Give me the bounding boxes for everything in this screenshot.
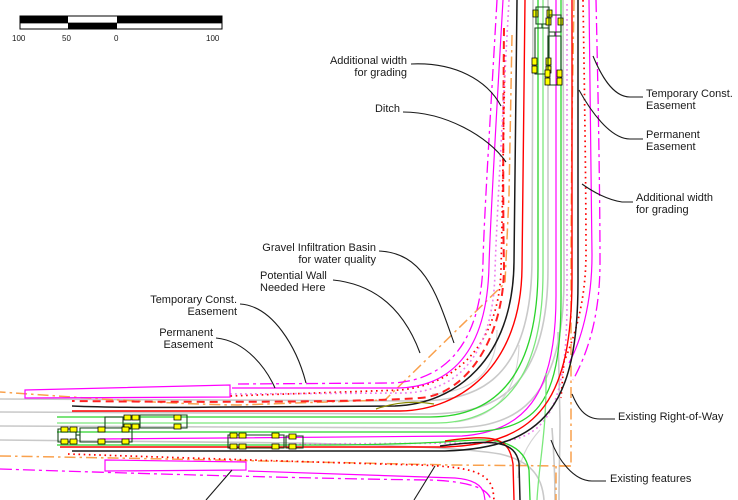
grading-red-dotted-east [561, 0, 586, 398]
truck-template-west-2 [58, 427, 132, 444]
ditch-line [376, 402, 434, 409]
scale-label-0: 0 [114, 34, 119, 43]
black-edge-inner [72, 0, 578, 451]
truck-template-west-1 [105, 415, 187, 429]
leader-temp-easement-right [593, 56, 643, 97]
green-lane-3 [57, 0, 561, 432]
grading-red-dotted-north [230, 55, 505, 396]
green-lane-4-south-turn [57, 440, 530, 500]
existing-south-edge-1 [552, 428, 555, 500]
scale-label-100-left: 100 [12, 34, 26, 43]
truck-template-north-2 [545, 15, 563, 85]
centerline-violet-dotted [292, 4, 567, 444]
black-edge-outer [72, 0, 517, 407]
slope-limit-red-dashed [72, 28, 504, 402]
temp-easement-dashdot-outer [238, 0, 497, 384]
leader-bottom-cut-2 [414, 466, 435, 500]
label-temp-const-easement-right: Temporary Const. Easement [646, 88, 733, 112]
label-permanent-easement-left: Permanent Easement [159, 327, 213, 351]
scale-label-50: 50 [62, 34, 71, 43]
scale-bar: 100 50 0 100 [12, 16, 222, 43]
leader-gravel-basin [379, 251, 454, 343]
centerline-magenta [100, 0, 556, 439]
row-south-horizontal [0, 456, 571, 466]
perm-easement-solid-outer [232, 0, 503, 388]
label-temp-const-easement-left: Temporary Const. Easement [150, 294, 237, 318]
leader-ditch [403, 112, 506, 162]
perm-easement-solid-east [569, 0, 592, 363]
red-edge-outer [72, 0, 525, 411]
existing-edge-2 [0, 0, 548, 414]
label-existing-features: Existing features [610, 473, 692, 485]
easement-dashdot-south-1 [0, 469, 491, 500]
leader-additional-width-left [411, 64, 501, 106]
proposed-edge-lines [72, 0, 578, 500]
easement-solid-south-2 [248, 471, 485, 500]
label-additional-width-right: Additional width for grading [636, 192, 714, 216]
temp-easement-dashdot-east [573, 0, 600, 380]
label-additional-width-left: Additional width for grading [329, 55, 407, 79]
easement-lines [0, 0, 600, 500]
leader-lines [206, 56, 643, 500]
truck-template-west-3 [228, 433, 303, 449]
green-lane-5-south [537, 373, 546, 500]
lane-lines [57, 0, 561, 500]
row-north-diagonal [0, 35, 512, 405]
row-east-vertical [571, 0, 574, 466]
red-edge-inner [60, 0, 572, 447]
leader-bottom-cut-1 [206, 470, 232, 500]
existing-arc-2 [455, 345, 519, 422]
existing-arc-3 [518, 430, 540, 478]
leader-potential-wall [333, 280, 420, 353]
leader-temp-easement-left [240, 304, 306, 383]
label-ditch: Ditch [374, 103, 400, 115]
leader-perm-easement-left [216, 338, 275, 388]
label-existing-right-of-way: Existing Right-of-Way [618, 411, 724, 423]
leader-perm-easement-right [579, 90, 643, 139]
easement-parcel-south [105, 460, 246, 471]
label-gravel-infiltration-basin: Gravel Infiltration Basin for water qual… [262, 242, 376, 266]
red-south-fillet [445, 438, 514, 500]
black-south-fillet [440, 442, 520, 500]
grading-limit-lines [68, 0, 586, 500]
leader-existing-features [551, 440, 606, 481]
label-permanent-easement-right: Permanent Easement [646, 129, 700, 153]
green-lane-1 [57, 0, 538, 417]
label-potential-wall: Potential Wall Needed Here [260, 270, 327, 294]
existing-edge-3 [0, 0, 564, 428]
leader-additional-width-right [582, 184, 633, 202]
easement-parcel-north [25, 385, 230, 398]
existing-edge-1 [0, 0, 533, 401]
scale-label-100-right: 100 [206, 34, 220, 43]
leader-existing-row [572, 394, 615, 419]
vehicle-templates [58, 7, 563, 449]
existing-south-edge-2 [558, 332, 560, 500]
green-lane-2 [57, 0, 543, 423]
proposed-pavement-lines [60, 0, 572, 500]
